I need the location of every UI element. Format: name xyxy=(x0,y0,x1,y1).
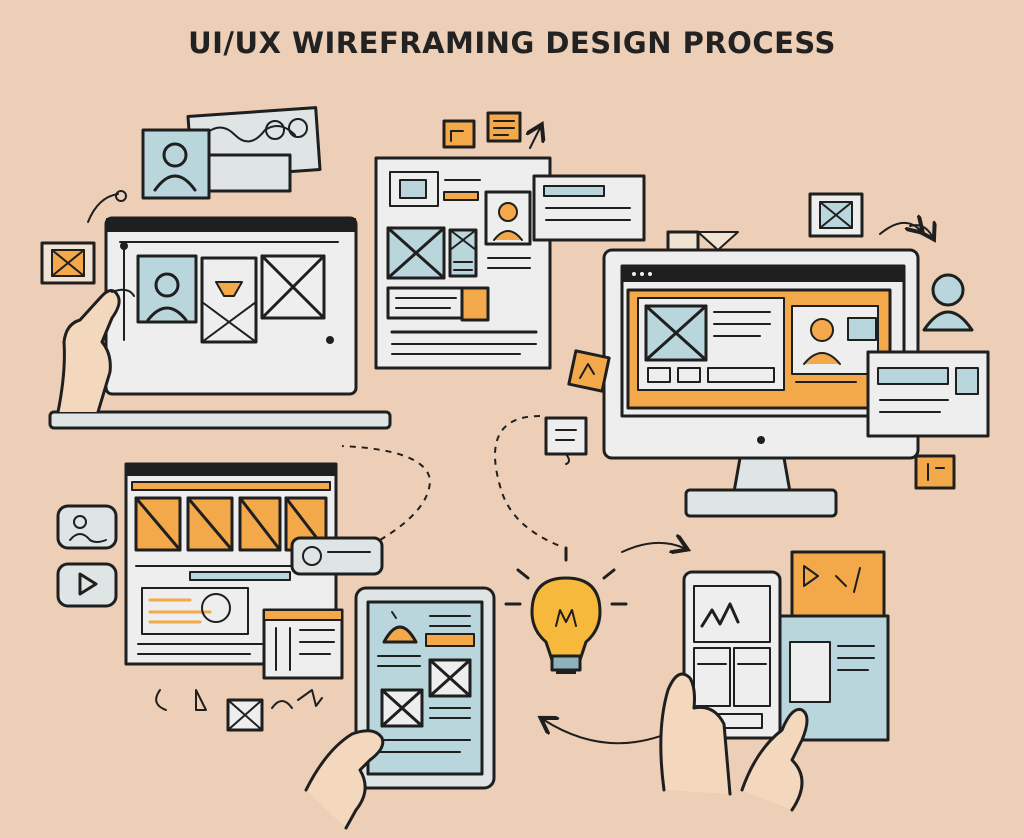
hand-icon xyxy=(56,288,135,414)
monitor-icon xyxy=(602,248,920,518)
tablet-icon xyxy=(354,586,496,790)
page-title: UI/UX WIREFRAMING DESIGN PROCESS xyxy=(188,26,836,60)
user-avatar-icon xyxy=(922,273,974,332)
image-placeholder-icon xyxy=(226,698,264,732)
browser-grid-scene xyxy=(56,445,432,732)
laptop-icon xyxy=(48,216,392,430)
laptop-wireframe-scene xyxy=(40,106,392,430)
tablet-wireframe-scene xyxy=(304,586,496,830)
hand-icon xyxy=(659,672,809,812)
lightbulb-icon xyxy=(504,546,628,674)
desktop-monitor-scene xyxy=(494,192,990,547)
image-placeholder-icon xyxy=(808,192,864,238)
user-avatar-icon xyxy=(141,128,211,200)
play-icon xyxy=(56,562,118,608)
play-icon xyxy=(790,550,886,635)
hand-icon xyxy=(304,729,385,830)
document-icon xyxy=(374,156,552,370)
phone-icon xyxy=(682,570,782,740)
phone-prototype-scene xyxy=(659,550,890,812)
chat-bubble-icon xyxy=(56,504,118,550)
image-placeholder-icon xyxy=(40,241,96,285)
paper-wireframe-scene xyxy=(374,111,646,370)
sticky-note-icon xyxy=(567,349,611,393)
